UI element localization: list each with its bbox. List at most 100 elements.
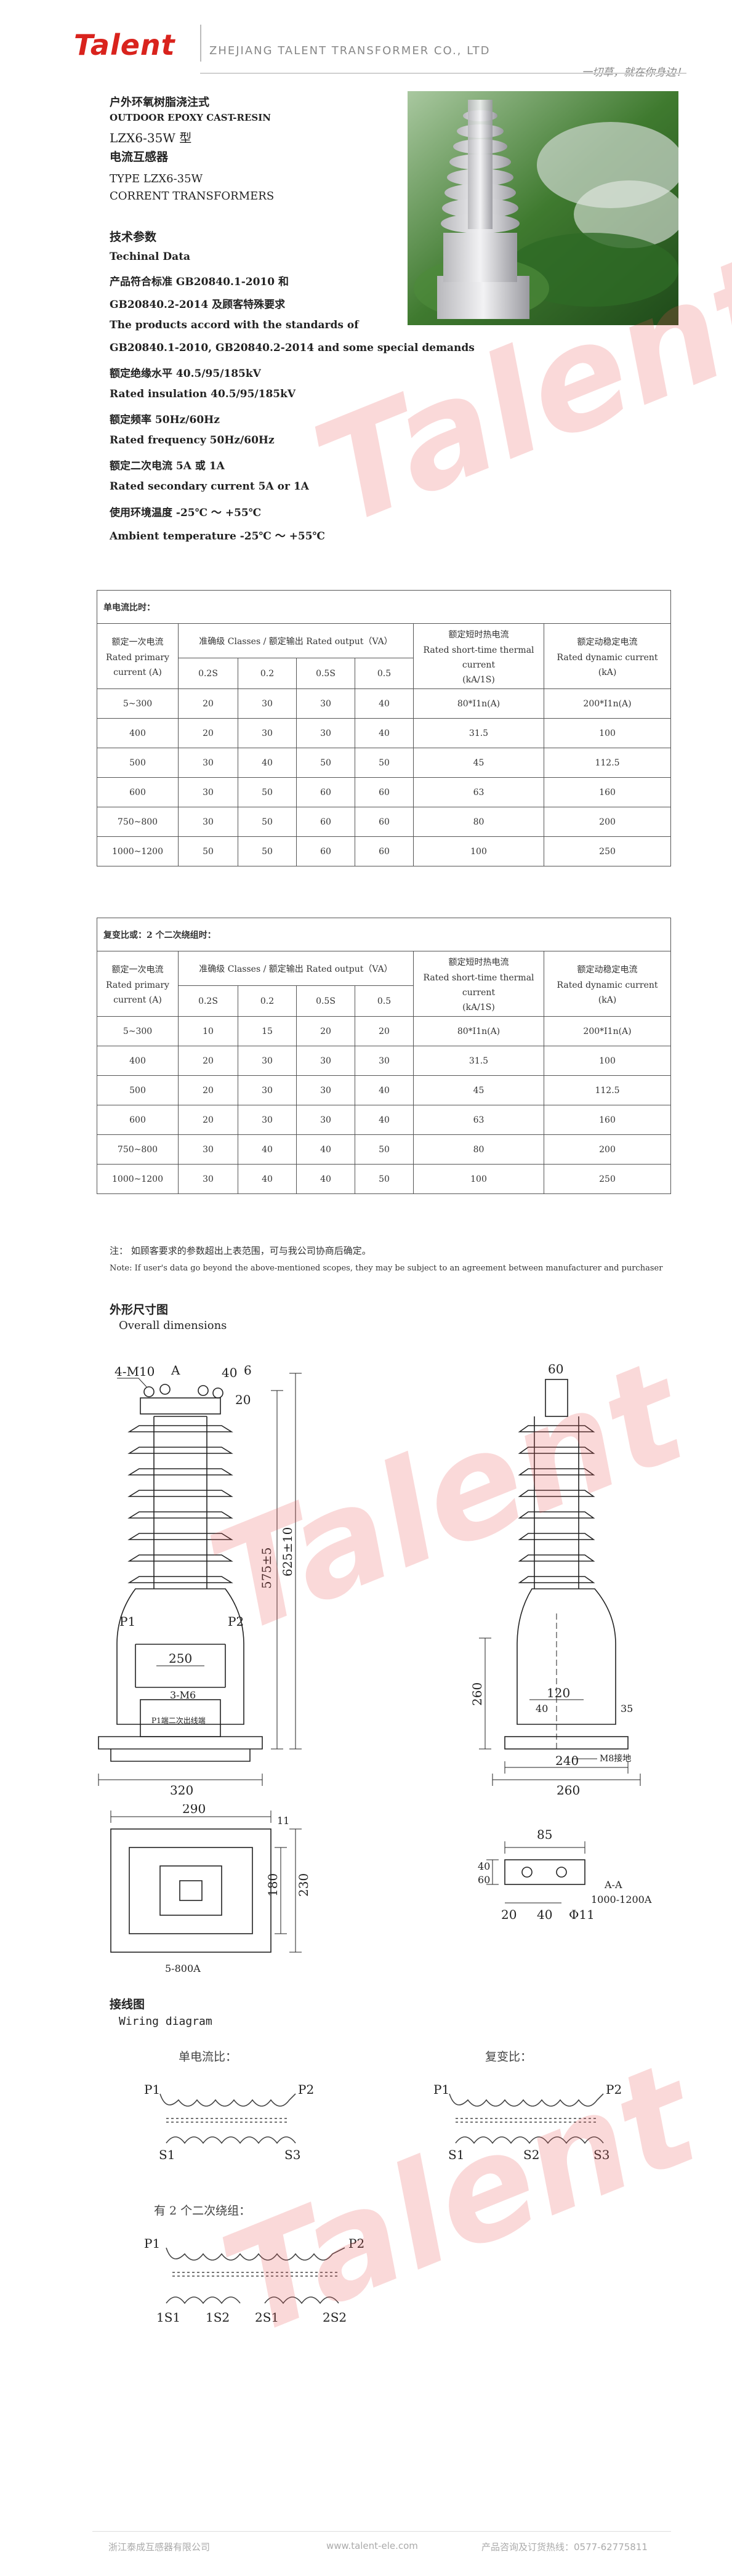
- dim-label: 260: [470, 1682, 485, 1706]
- class-header: 0.5S: [296, 985, 355, 1017]
- table-caption: 复变比或：2 个二次绕组时：: [96, 918, 672, 951]
- class-header: 0.2: [238, 985, 297, 1017]
- note-en: Note: If user's data go beyond the above…: [110, 1264, 663, 1273]
- dim-label: A-A: [604, 1879, 622, 1891]
- dim-label: P1端二次出线端: [151, 1716, 206, 1725]
- standard-cn-1: 产品符合标准 GB20840.1-2010 和: [110, 276, 289, 288]
- dim-label: 180: [265, 1873, 280, 1897]
- terminal-label: 2S2: [323, 2310, 347, 2325]
- terminal-label: S3: [284, 2147, 300, 2162]
- wiring-dual-title: 复变比：: [485, 2050, 533, 2064]
- wiring-dual-ratio-diagram: P1 P2 S1 S2 S3: [433, 2082, 622, 2162]
- dim-label: 240: [555, 1753, 579, 1768]
- dim-label: 4-M10: [115, 1364, 155, 1379]
- terminal-label: 1S2: [206, 2310, 230, 2325]
- class-header: 0.2S: [178, 985, 238, 1017]
- dim-label: 40: [478, 1860, 490, 1872]
- wiring-title-en: Wiring diagram: [119, 2015, 212, 2028]
- frequency-cn: 额定频率 50Hz/60Hz: [110, 414, 220, 426]
- dim-label: 20: [501, 1907, 517, 1922]
- footer-phone: 产品咨询及订货热线：0577-62775811: [481, 2542, 648, 2553]
- terminal-label: P2: [298, 2082, 314, 2097]
- class-header: 0.2: [238, 658, 297, 689]
- dim-label: 6: [244, 1363, 252, 1378]
- temperature-cn: 使用环境温度 -25℃ ～ +55℃: [110, 507, 262, 519]
- class-header: 0.2S: [178, 658, 238, 689]
- terminal-label: P1: [144, 2082, 160, 2097]
- terminal-label: S2: [523, 2147, 539, 2162]
- dim-label: 11: [277, 1815, 289, 1827]
- bottom-view-drawing: 290 11 180 230 5-800A: [110, 1804, 311, 1974]
- terminal-label: 2S1: [255, 2310, 279, 2325]
- name-cn: 电流互感器: [110, 150, 169, 164]
- title-en: OUTDOOR EPOXY CAST-RESIN: [110, 112, 271, 123]
- dim-label: 5-800A: [165, 1963, 201, 1974]
- insulation-cn: 额定绝缘水平 40.5/95/185kV: [110, 368, 261, 380]
- insulation-en: Rated insulation 40.5/95/185kV: [110, 388, 296, 400]
- tech-title-cn: 技术参数: [110, 230, 157, 244]
- wiring-single-title: 单电流比：: [179, 2050, 238, 2064]
- front-view-drawing: 4-M10 A 40 6 20 575±5 625±10 P1 P2 250 3…: [98, 1363, 302, 1798]
- footer-rule: [92, 2531, 671, 2532]
- dim-label: 250: [169, 1651, 192, 1666]
- temperature-en: Ambient temperature -25℃ ～ +55℃: [110, 530, 325, 543]
- type-en: TYPE LZX6-35W: [110, 172, 203, 185]
- terminal-label: P2: [606, 2082, 622, 2097]
- dim-label: 85: [537, 1827, 552, 1842]
- name-en: CORRENT TRANSFORMERS: [110, 190, 275, 203]
- dimensions-title-cn: 外形尺寸图: [110, 1303, 169, 1317]
- type-cn: LZX6-35W 型: [110, 131, 192, 145]
- tech-title-en: Techinal Data: [110, 251, 191, 263]
- dim-label: 320: [170, 1783, 193, 1798]
- class-header: 0.5: [355, 985, 414, 1017]
- secondary-current-en: Rated secondary current 5A or 1A: [110, 480, 309, 493]
- dim-label: 260: [557, 1783, 580, 1798]
- terminal-label: S1: [448, 2147, 464, 2162]
- dim-label: 35: [621, 1703, 633, 1714]
- dim-label: 60: [478, 1874, 490, 1886]
- dimensions-title-en: Overall dimensions: [119, 1319, 227, 1332]
- company-name: ZHEJIANG TALENT TRANSFORMER CO., LTD: [209, 44, 491, 57]
- wiring-two-windings-diagram: P1 P2 1S1 1S2 2S1 2S2: [144, 2236, 364, 2325]
- company-logo[interactable]: Talent: [74, 28, 175, 62]
- terminal-label: S3: [593, 2147, 609, 2162]
- wiring-title-cn: 接线图: [110, 1998, 145, 2011]
- header-rule: [200, 73, 686, 74]
- dim-label: 1000-1200A: [591, 1894, 652, 1905]
- dim-label: A: [171, 1363, 180, 1378]
- dim-label: 120: [547, 1686, 570, 1700]
- dim-label: 3-M6: [170, 1689, 196, 1701]
- col-header-classes: 准确级 Classes / 额定输出 Rated output（VA）: [178, 623, 414, 658]
- product-photo: [408, 91, 678, 325]
- dim-label: 40: [536, 1703, 548, 1714]
- secondary-current-cn: 额定二次电流 5A 或 1A: [110, 460, 225, 472]
- frequency-en: Rated frequency 50Hz/60Hz: [110, 434, 275, 446]
- header-divider: [200, 25, 201, 62]
- class-header: 0.5: [355, 658, 414, 689]
- table-caption: 单电流比时：: [96, 590, 672, 624]
- dim-label: M8接地: [600, 1753, 631, 1764]
- dim-label: 60: [548, 1362, 563, 1376]
- dim-label: Φ11: [569, 1907, 595, 1922]
- dim-label: 625±10: [280, 1527, 295, 1577]
- dim-label: 40: [222, 1365, 237, 1380]
- dim-label: 290: [182, 1804, 206, 1816]
- footer-website[interactable]: www.talent-ele.com: [326, 2540, 418, 2551]
- footer-company: 浙江泰成互感器有限公司: [108, 2542, 211, 2553]
- detail-aa-drawing: 85 40 60 20 40 Φ11 A-A 1000-1200A: [478, 1827, 652, 1922]
